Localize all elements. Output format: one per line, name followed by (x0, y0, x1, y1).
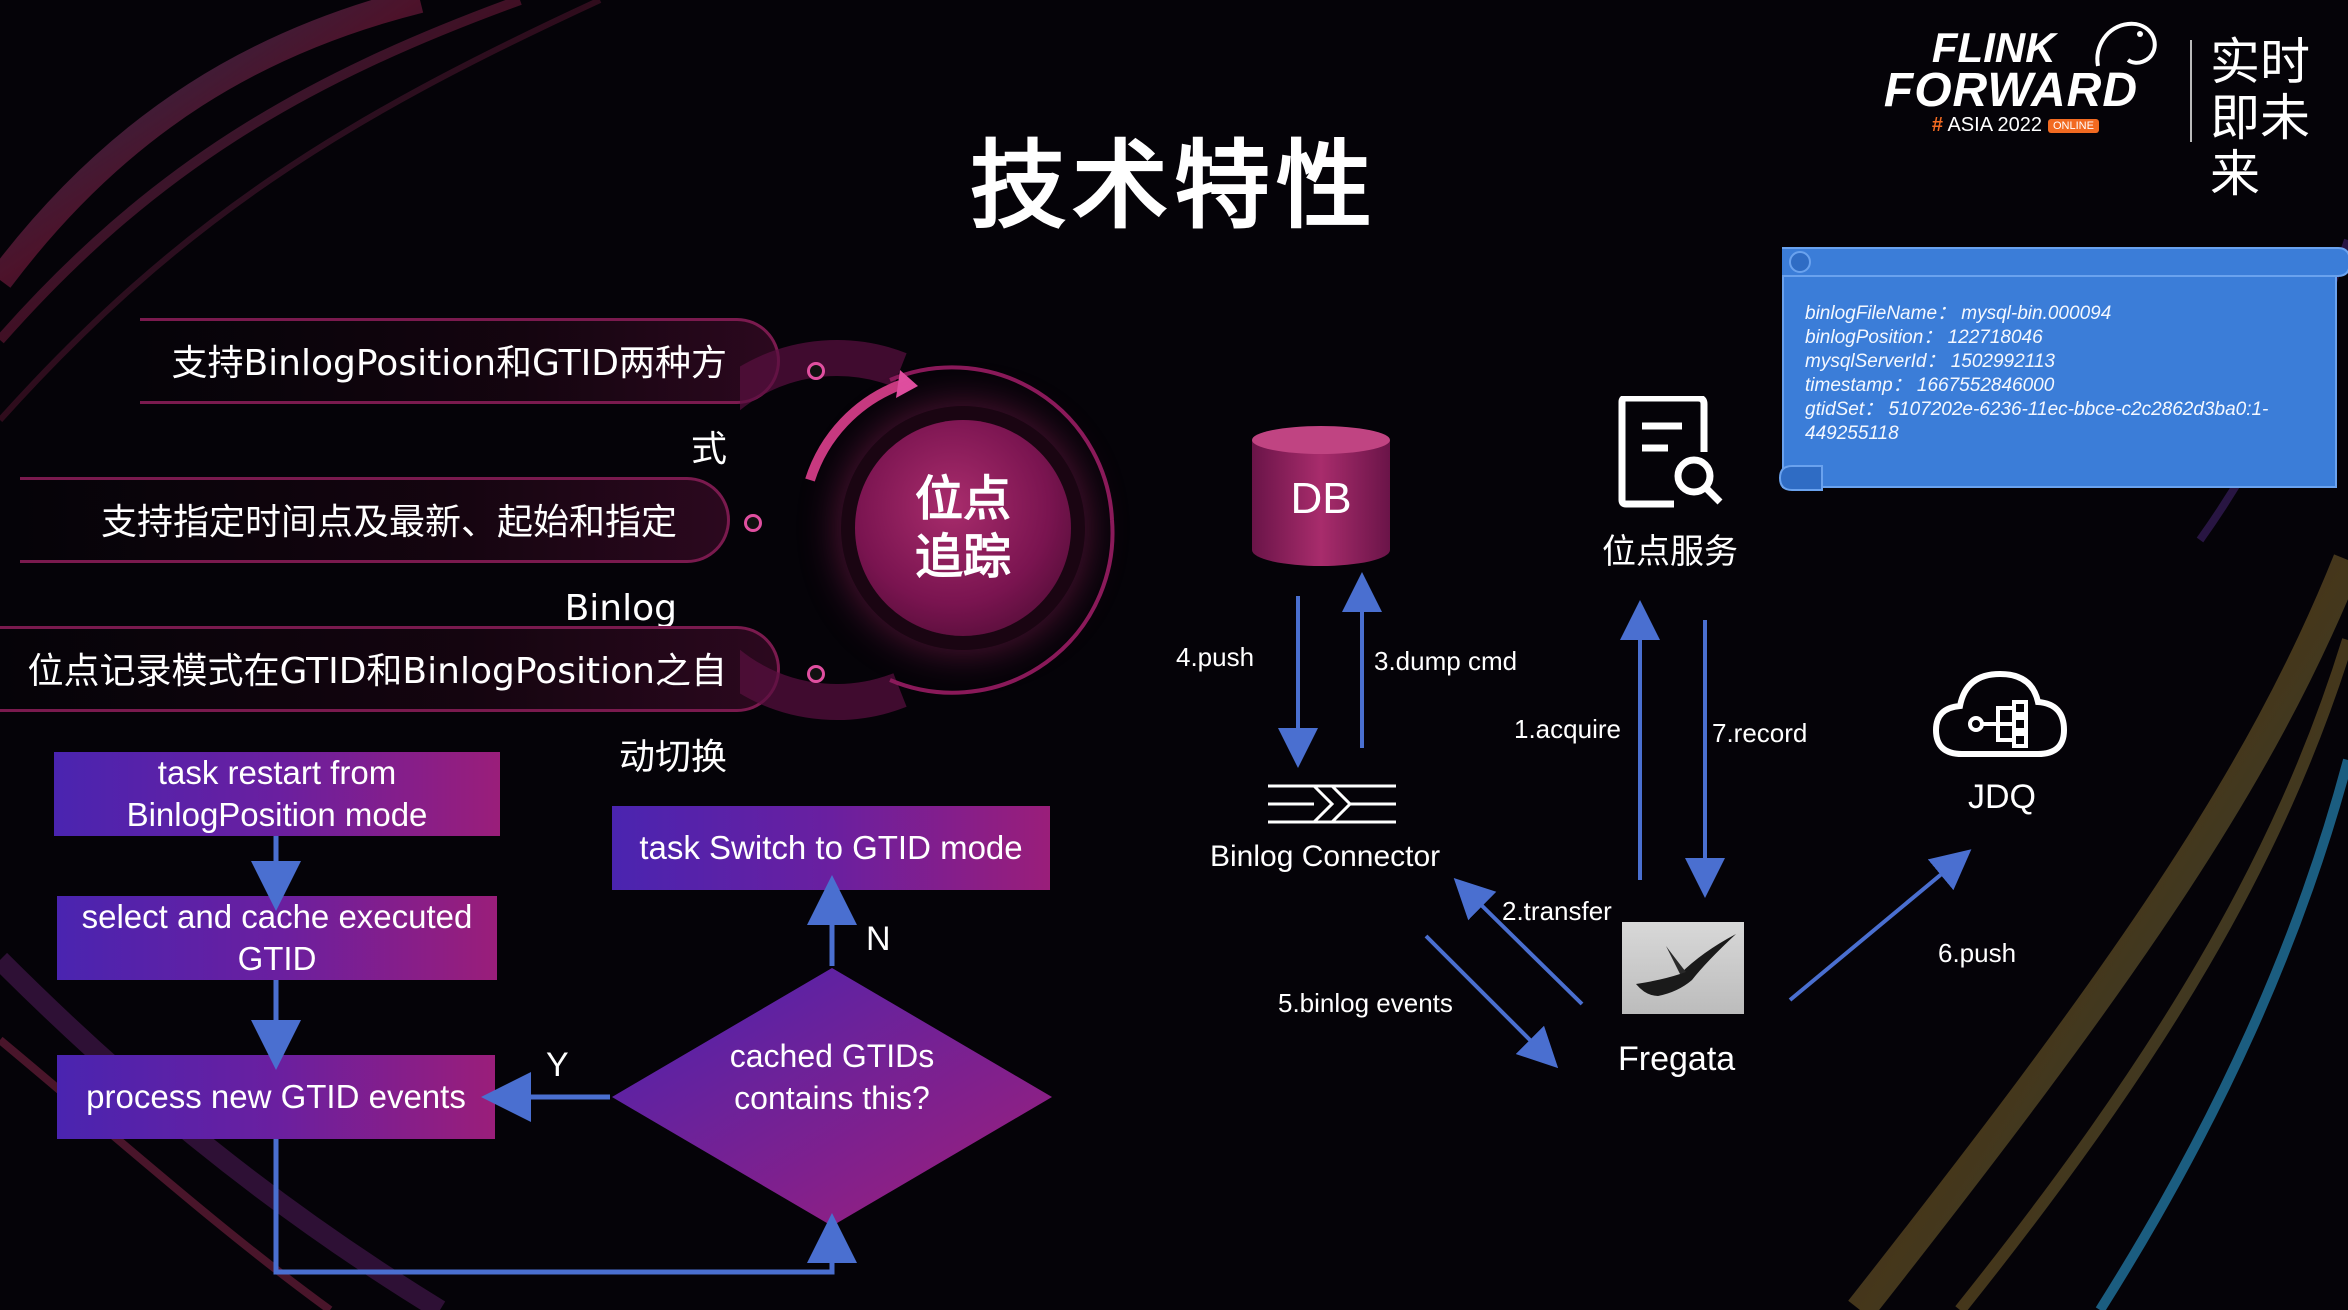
position-tracking-core: 位点 追踪 (855, 420, 1071, 636)
flow-process-box: process new GTID events (57, 1055, 495, 1139)
edge-label-transfer2: 2.transfer (1502, 896, 1612, 926)
logo-online-badge: ONLINE (2048, 118, 2099, 133)
record-line-2: binlogPosition： 122718046 (1805, 327, 2043, 348)
record-line-5: gtidSet： 5107202e-6236-11ec-bbce-c2c2862… (1805, 399, 2269, 420)
position-record-text: binlogFileName： mysql-bin.000094 binlogP… (1805, 302, 2315, 446)
edge-label-binlog5: 5.binlog events (1278, 988, 1453, 1018)
logo-event: # ASIA 2022 ONLINE (1884, 114, 2138, 137)
edge-label-acquire1: 1.acquire (1514, 714, 1621, 744)
flink-forward-logo: FLINK FORWARD # ASIA 2022 ONLINE (1883, 24, 2138, 137)
db-label: DB (1290, 474, 1352, 523)
flow-yes-label: Y (546, 1046, 569, 1084)
flow-restart-box: task restart from BinlogPosition mode (54, 752, 500, 836)
edge-label-push4: 4.push (1176, 642, 1255, 672)
cloud-network-icon (1932, 670, 2068, 757)
core-ring (740, 340, 1115, 720)
connector-label: Binlog Connector (1210, 840, 1441, 873)
scroll-curls (1778, 247, 2348, 491)
search-document-icon (1618, 396, 1723, 508)
edge-label-dump3: 3.dump cmd (1374, 646, 1518, 676)
jdq-label: JDQ (1968, 778, 2036, 816)
edge-label-record7: 7.record (1712, 718, 1808, 748)
fregata-bird-image (1622, 922, 1744, 1014)
flow-decision-diamond (612, 968, 1052, 1226)
logo-separator (2190, 40, 2192, 142)
position-service-label: 位点服务 (1602, 532, 1738, 572)
flow-no-label: N (866, 920, 891, 958)
fregata-label: Fregata (1618, 1040, 1736, 1078)
record-line-4: timestamp： 1667552846000 (1805, 375, 2055, 396)
feature-pill-2: 支持指定时间点及最新、起始和指定Binlog (20, 477, 730, 629)
core-line2: 追踪 (914, 529, 1011, 585)
feature-dot-1 (807, 362, 825, 380)
record-line-6: 449255118 (1805, 423, 1899, 444)
connector-icon (1268, 784, 1396, 824)
logo-event-text: ASIA 2022 (1947, 114, 2042, 136)
squirrel-icon (2095, 21, 2157, 67)
logo-line2: FORWARD (1883, 64, 2138, 117)
core-line1: 位点 (914, 471, 1011, 527)
flow-decision-text: cached GTIDs contains this? (729, 1038, 935, 1116)
record-line-1: binlogFileName： mysql-bin.000094 (1805, 303, 2112, 324)
feature-pill-3: 位点记录模式在GTID和BinlogPosition之自动切换 (0, 626, 780, 778)
db-icon (1252, 426, 1390, 566)
logo-hash: # (1931, 114, 1944, 136)
page-title: 技术特性 (970, 130, 1378, 242)
feature-dot-3 (807, 665, 825, 683)
edge-label-push6: 6.push (1938, 938, 2017, 968)
logo-line1: FLINK (1931, 24, 2056, 71)
logo-slogan: 实时即未来 (2210, 33, 2310, 203)
feature-dot-2 (744, 514, 762, 532)
bird-icon (1636, 934, 1736, 996)
record-line-3: mysqlServerId： 1502992113 (1805, 351, 2055, 372)
